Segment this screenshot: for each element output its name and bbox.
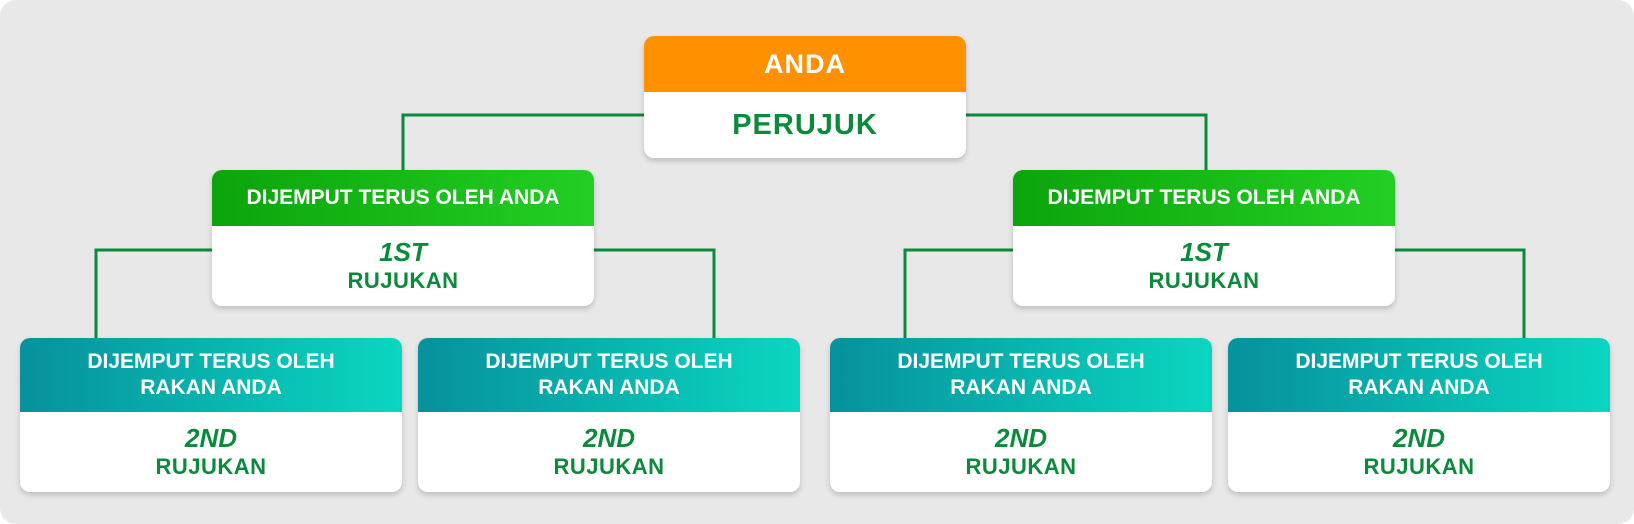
level2-title-line2: RAKAN ANDA — [950, 376, 1092, 399]
level1-node-right: DIJEMPUT TERUS OLEH ANDA 1ST RUJUKAN — [1013, 170, 1395, 306]
level2-label: RUJUKAN — [1363, 454, 1475, 479]
level1-node-left: DIJEMPUT TERUS OLEH ANDA 1ST RUJUKAN — [212, 170, 594, 306]
level2-title: DIJEMPUT TERUS OLEH RAKAN ANDA — [418, 338, 800, 412]
level2-title-line2: RAKAN ANDA — [1348, 376, 1490, 399]
connector-root-left — [401, 113, 644, 170]
level2-title-line1: DIJEMPUT TERUS OLEH — [87, 350, 335, 373]
level2-ordinal: 2ND — [582, 423, 635, 453]
root-label: PERUJUK — [644, 92, 966, 158]
connector-l1a-right — [594, 248, 716, 338]
level1-ordinal: 1ST — [379, 237, 427, 267]
level1-body: 1ST RUJUKAN — [212, 226, 594, 306]
level2-body: 2ND RUJUKAN — [418, 412, 800, 492]
level1-label: RUJUKAN — [347, 268, 459, 293]
level1-title: DIJEMPUT TERUS OLEH ANDA — [212, 170, 594, 226]
root-node: ANDA PERUJUK — [644, 36, 966, 158]
level2-node-2: DIJEMPUT TERUS OLEH RAKAN ANDA 2ND RUJUK… — [418, 338, 800, 492]
level2-title-line2: RAKAN ANDA — [538, 376, 680, 399]
level2-body: 2ND RUJUKAN — [830, 412, 1212, 492]
root-title: ANDA — [644, 36, 966, 92]
level2-node-1: DIJEMPUT TERUS OLEH RAKAN ANDA 2ND RUJUK… — [20, 338, 402, 492]
level2-node-3: DIJEMPUT TERUS OLEH RAKAN ANDA 2ND RUJUK… — [830, 338, 1212, 492]
level2-title-line2: RAKAN ANDA — [140, 376, 282, 399]
level1-title: DIJEMPUT TERUS OLEH ANDA — [1013, 170, 1395, 226]
connector-l1b-left — [903, 248, 1013, 338]
level1-label: RUJUKAN — [1148, 268, 1260, 293]
level2-title-line1: DIJEMPUT TERUS OLEH — [897, 350, 1145, 373]
level2-title: DIJEMPUT TERUS OLEH RAKAN ANDA — [830, 338, 1212, 412]
level2-ordinal: 2ND — [994, 423, 1047, 453]
level2-title-line1: DIJEMPUT TERUS OLEH — [485, 350, 733, 373]
level2-ordinal: 2ND — [1392, 423, 1445, 453]
level2-body: 2ND RUJUKAN — [20, 412, 402, 492]
level2-label: RUJUKAN — [155, 454, 267, 479]
level2-body: 2ND RUJUKAN — [1228, 412, 1610, 492]
level1-ordinal: 1ST — [1180, 237, 1228, 267]
level2-label: RUJUKAN — [553, 454, 665, 479]
level2-title: DIJEMPUT TERUS OLEH RAKAN ANDA — [1228, 338, 1610, 412]
level2-node-4: DIJEMPUT TERUS OLEH RAKAN ANDA 2ND RUJUK… — [1228, 338, 1610, 492]
root-label-text: PERUJUK — [732, 108, 878, 141]
level1-body: 1ST RUJUKAN — [1013, 226, 1395, 306]
connector-root-right — [966, 113, 1208, 170]
connector-l1a-left — [94, 248, 212, 338]
connector-l1b-right — [1395, 248, 1526, 338]
level2-ordinal: 2ND — [184, 423, 237, 453]
level2-title: DIJEMPUT TERUS OLEH RAKAN ANDA — [20, 338, 402, 412]
level2-title-line1: DIJEMPUT TERUS OLEH — [1295, 350, 1543, 373]
level2-label: RUJUKAN — [965, 454, 1077, 479]
